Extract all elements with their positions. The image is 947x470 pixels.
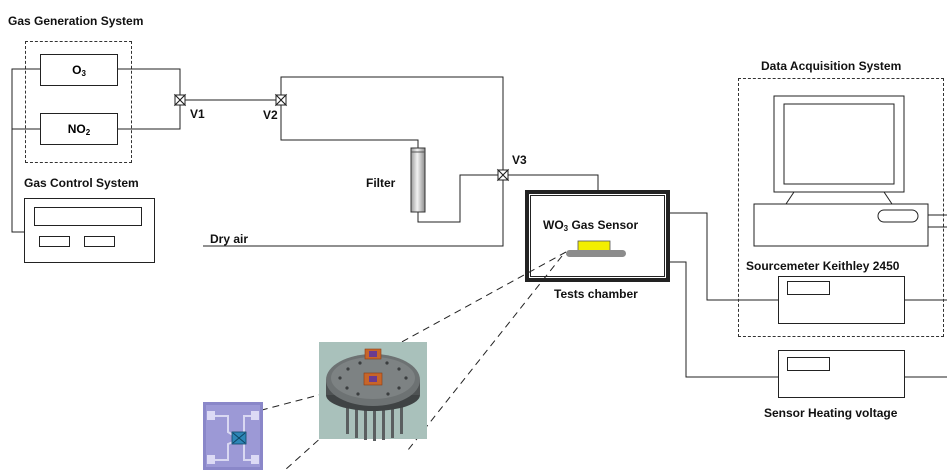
pipe-dry-air [203, 180, 504, 247]
valve-v2-icon [274, 93, 288, 107]
data-acquisition-frame [738, 78, 944, 337]
pipe-filter-v3 [417, 174, 498, 223]
gas-generation-title: Gas Generation System [8, 14, 144, 28]
pipe-no2-v1 [117, 103, 181, 130]
gas-control-unit [24, 198, 155, 263]
chamber-inner [530, 195, 665, 277]
computer-icon [753, 95, 929, 247]
heater-plate-icon [566, 250, 626, 257]
zoom-line-chip-lower [284, 391, 373, 470]
heating-title: Sensor Heating voltage [764, 406, 898, 420]
sensor-package-image [319, 342, 427, 441]
pipe-v2-filter [280, 104, 419, 148]
tests-chamber-title: Tests chamber [554, 287, 638, 301]
filter-icon [410, 147, 426, 213]
o3-label: O3 [72, 62, 86, 78]
wire-chamber-sourcemeter [670, 212, 778, 301]
valve-v2-label: V2 [263, 108, 278, 122]
sensor-label: WO3 Gas Sensor [543, 218, 639, 233]
filter-label: Filter [366, 176, 396, 190]
heating-display [787, 357, 830, 371]
gas-control-button-right [84, 236, 115, 247]
wire-chamber-heating [670, 261, 778, 378]
pipe-v2-top [280, 76, 504, 170]
dry-air-label: Dry air [210, 232, 249, 246]
valve-v3-icon [496, 168, 510, 182]
gas-control-button-left [39, 236, 70, 247]
gas-control-display [34, 207, 142, 226]
o3-box: O3 [40, 54, 118, 86]
tests-chamber [525, 190, 670, 282]
valve-v3-label: V3 [512, 153, 527, 167]
gas-control-title: Gas Control System [24, 176, 139, 190]
data-acquisition-title: Data Acquisition System [761, 59, 902, 73]
pipe-o3-v1 [117, 68, 181, 97]
valve-v1-icon [173, 93, 187, 107]
valve-v1-label: V1 [190, 107, 205, 121]
no2-label: NO2 [67, 121, 91, 137]
zoom-line-lower [407, 255, 563, 451]
control-line-o3 [11, 68, 40, 233]
gas-generation-frame [25, 41, 132, 163]
sourcemeter-unit [778, 276, 905, 324]
sourcemeter-display [787, 281, 830, 295]
no2-box: NO2 [40, 113, 118, 145]
heating-unit [778, 350, 905, 398]
sensor-die-image [203, 402, 263, 470]
pipe-v3-chamber [508, 174, 599, 190]
sourcemeter-title: Sourcemeter Keithley 2450 [746, 259, 900, 273]
